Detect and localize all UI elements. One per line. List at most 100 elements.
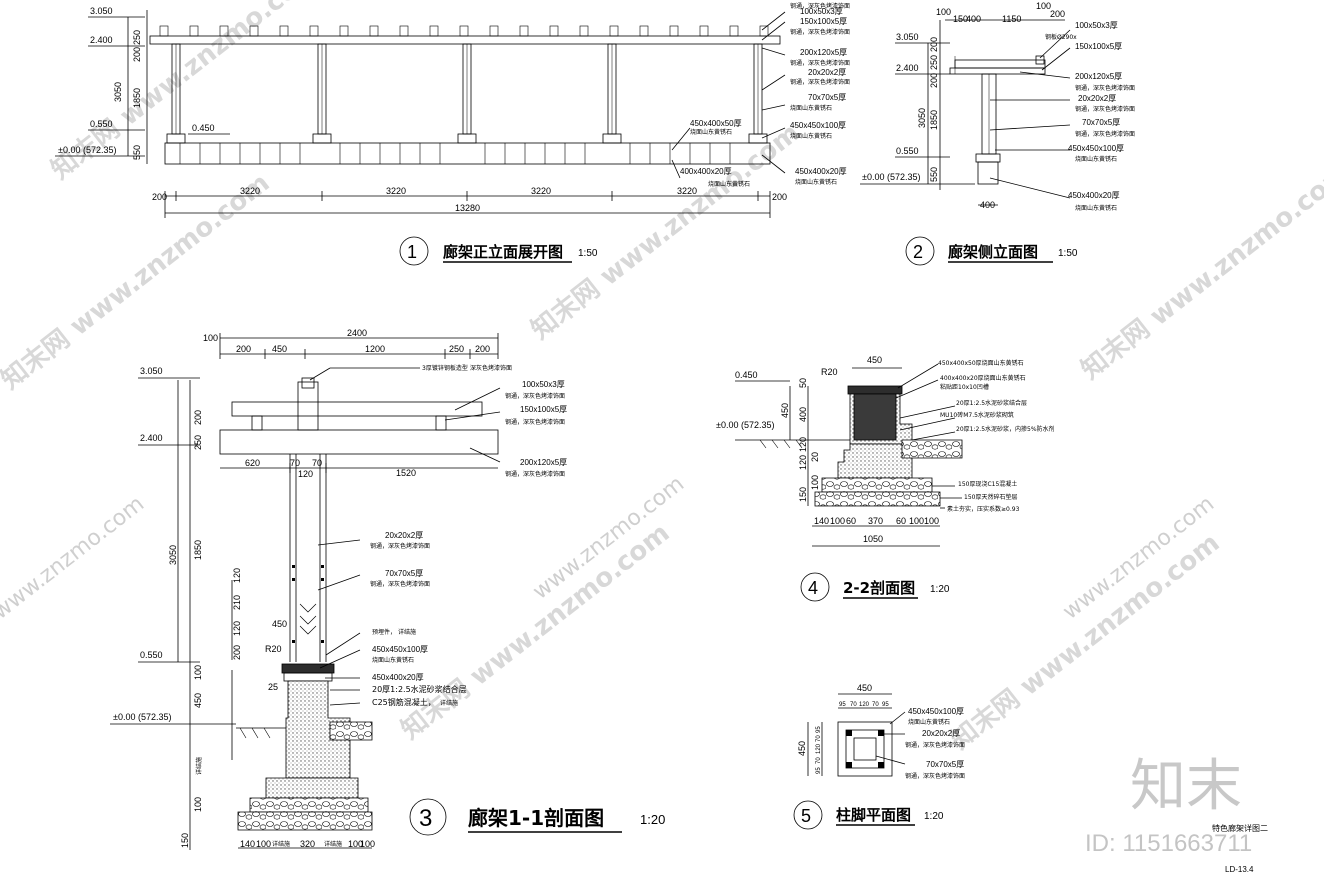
note-size: 20厚1:2.5水泥砂浆结合层 [372, 684, 467, 694]
dim-text: 400 [966, 14, 981, 24]
dim-text: 120 [798, 437, 808, 452]
level-label: 2.400 [140, 433, 163, 443]
dim-text: 200 [236, 344, 251, 354]
dim-text: 450 [272, 619, 287, 629]
drawing-scale: 1:50 [578, 248, 598, 259]
drawing-number: 4 [808, 578, 818, 598]
note-size: 200x120x5厚 [800, 48, 847, 57]
dim-text: 450 [193, 693, 203, 708]
dim-text: 250 [132, 30, 142, 45]
dim-text: 370 [868, 516, 883, 526]
dim-text: 100 [830, 516, 845, 526]
dim-text: 400 [980, 200, 995, 210]
level-label: ±0.00 (572.35) [862, 172, 920, 182]
dim-text: R20 [265, 644, 282, 654]
drawing-title: 柱脚平面图 [836, 806, 911, 824]
note-size: 200x120x5厚 [520, 458, 567, 467]
dim-text: 100 [203, 333, 218, 343]
dim-text: 70 [290, 458, 300, 468]
note-desc: 烧面山东黄锈石 [690, 128, 732, 136]
note-size: 450x400x20厚 [372, 673, 424, 682]
dim-text: 25 [268, 682, 278, 692]
front-elevation-drawing: 3.050 2.400 0.550 ±0.00 (572.35) 0.450 2… [55, 2, 850, 266]
dim-text: 70 [872, 702, 879, 708]
note-size: 钢板Ø290x [1045, 33, 1077, 41]
dim-text: 2400 [347, 328, 367, 338]
note-desc: 烧面山东黄锈石 [372, 656, 414, 664]
note-size: 450x450x100厚 [372, 645, 428, 654]
note-size: 20x20x2厚 [385, 531, 423, 540]
note-size: 450x400x20厚 [795, 167, 847, 176]
dim-text: 450 [867, 355, 882, 365]
side-elevation-drawing: 3.050 2.400 0.550 ±0.00 (572.35) 100 150… [860, 1, 1135, 266]
dim-text: 400 [798, 407, 808, 422]
level-label: 3.050 [90, 6, 113, 16]
column-plan-drawing: 450 95 70 120 70 95 450 95 70 120 70 95 … [793, 683, 965, 830]
note-size: 450x450x100厚 [1068, 144, 1124, 153]
dim-text: 1520 [396, 468, 416, 478]
dim-text: 3220 [240, 186, 260, 196]
level-label: 2.400 [90, 35, 113, 45]
dim-text: 1150 [1002, 14, 1021, 24]
dim-text: 320 [300, 839, 315, 849]
drawing-scale: 1:20 [930, 584, 950, 595]
note-text: 400x400x20厚烧面山东黄锈石 [940, 374, 1026, 382]
dim-text: 120 [232, 568, 242, 583]
note-size: 70x70x5厚 [1082, 118, 1120, 127]
drawing-scale: 1:20 [924, 811, 944, 822]
dim-text: 150 [798, 487, 808, 502]
note-desc: 钢通，深灰色烤漆饰面 [790, 2, 850, 10]
drawing-number-circle [399, 236, 429, 266]
dim-text: 450 [780, 403, 790, 418]
level-label: ±0.00 (572.35) [716, 420, 774, 430]
note-size: 450x450x100厚 [908, 707, 964, 716]
level-label: 0.550 [90, 119, 113, 129]
dim-text: 95 [816, 767, 822, 774]
dim-text: 100 [909, 516, 924, 526]
note-desc: 烧面山东黄锈石 [1075, 204, 1117, 212]
note-desc: 钢通，深灰色烤漆饰面 [505, 418, 565, 426]
level-label: 0.450 [735, 370, 758, 380]
note-desc: 钢通，深灰色烤漆饰面 [905, 772, 965, 780]
dim-text: 20 [810, 452, 820, 462]
dim-text: 100 [924, 516, 939, 526]
note-desc: 钢通，深灰色烤漆饰面 [790, 59, 850, 67]
drawing-number-circle [800, 572, 830, 602]
note-desc: 烧面山东黄锈石 [908, 718, 950, 726]
note-desc: 烧面山东黄锈石 [790, 132, 832, 140]
dim-text: 3050 [168, 545, 178, 565]
dim-text: R20 [821, 367, 838, 377]
dim-text: 550 [929, 167, 939, 182]
note-desc: 钢通，深灰色烤漆饰面 [790, 28, 850, 36]
brand-logo-text: 知末 [1130, 754, 1242, 819]
watermark-text: 知末网 www.znzmo.com [396, 518, 676, 746]
note-text: 450x400x50厚烧面山东黄锈石 [938, 359, 1024, 367]
dim-text: 120 [816, 743, 822, 754]
drawing-scale: 1:20 [640, 812, 665, 827]
dim-text: 1050 [863, 534, 883, 544]
dim-text: 60 [846, 516, 856, 526]
note-size: 450x400x50厚 [690, 119, 742, 128]
note-desc: 钢通，深灰色烤漆饰面 [1075, 130, 1135, 138]
note-text: 20厚1:2.5水泥砂浆，内掺5%防水剂 [956, 425, 1055, 433]
note-size: 150x100x5厚 [520, 405, 567, 414]
dim-text: 100 [936, 7, 951, 17]
dim-text: 3220 [677, 186, 697, 196]
level-label: 0.450 [192, 123, 215, 133]
note-desc: 钢通，深灰色烤漆饰面 [790, 78, 850, 86]
dim-text: 200 [232, 645, 242, 660]
dim-text: 1850 [929, 110, 939, 130]
dim-text: 550 [132, 145, 142, 160]
dim-text: 200 [929, 37, 939, 52]
note-size: 100x50x3厚 [1075, 21, 1118, 30]
level-label: 3.050 [896, 32, 919, 42]
dim-text: 200 [929, 73, 939, 88]
drawing-number: 1 [407, 242, 417, 262]
dim-text: 210 [232, 595, 242, 610]
drawing-number: 3 [419, 805, 432, 832]
dim-text: 100 [810, 475, 820, 490]
dim-text: 70 [850, 702, 857, 708]
note-size: 150x100x5厚 [800, 17, 847, 26]
dim-text: 1850 [193, 540, 203, 560]
